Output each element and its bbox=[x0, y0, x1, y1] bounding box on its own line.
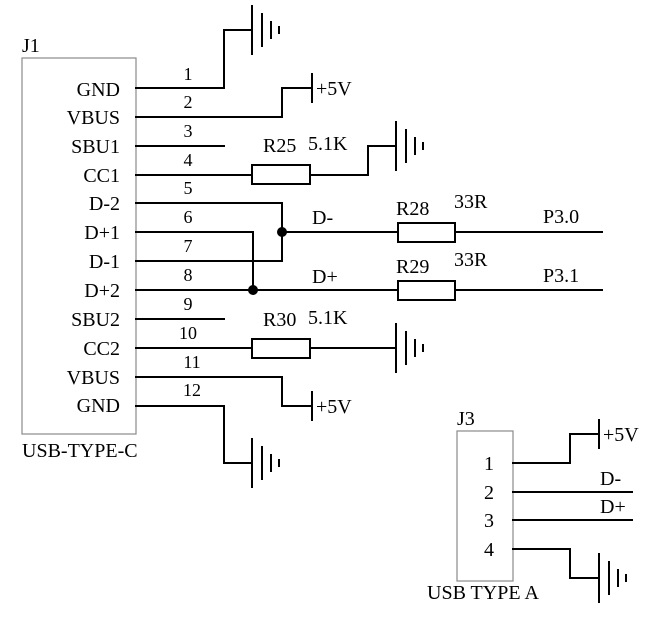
r29-body bbox=[397, 280, 456, 301]
r28-ref: R28 bbox=[396, 198, 429, 220]
dplus-label: D+ bbox=[312, 266, 338, 288]
j1-ref: J1 bbox=[22, 35, 40, 57]
p30-label: P3.0 bbox=[543, 206, 579, 228]
j1-pin-number: 10 bbox=[179, 323, 197, 343]
j1-pin-number: 2 bbox=[184, 92, 193, 112]
vcc-symbol-j3 bbox=[512, 419, 600, 464]
j1-pin-name: VBUS bbox=[67, 367, 120, 389]
r25-ref: R25 bbox=[263, 135, 296, 157]
j3-pin-number: 1 bbox=[484, 453, 494, 475]
p31-label: P3.1 bbox=[543, 265, 579, 287]
vcc-label: +5V bbox=[316, 396, 352, 418]
r25-value: 5.1K bbox=[308, 133, 348, 155]
j1-pin-name: D+1 bbox=[84, 222, 120, 244]
j1-pin-name: GND bbox=[77, 395, 120, 417]
ground-symbol-j3 bbox=[512, 548, 627, 603]
j1-pin-name: D-1 bbox=[89, 251, 120, 273]
j1-pin-number: 3 bbox=[184, 121, 193, 141]
r28-body bbox=[397, 222, 456, 243]
r30-value: 5.1K bbox=[308, 307, 348, 329]
j1-pin-number: 8 bbox=[184, 265, 193, 285]
j1-pin-name: SBU2 bbox=[71, 309, 120, 331]
vcc-symbol-pin11 bbox=[281, 376, 313, 421]
vcc-label: +5V bbox=[316, 78, 352, 100]
junction-dot bbox=[248, 285, 258, 295]
j1-pin-number: 7 bbox=[184, 236, 193, 256]
r29-value: 33R bbox=[454, 249, 488, 271]
dminus-label: D- bbox=[312, 207, 333, 229]
r25-body bbox=[251, 164, 311, 185]
j3-pin-number: 3 bbox=[484, 510, 494, 532]
j3-ref: J3 bbox=[457, 408, 475, 430]
j1-pin-number: 6 bbox=[184, 207, 193, 227]
j1-pin-name: SBU1 bbox=[71, 136, 120, 158]
j1-pin-name: D-2 bbox=[89, 193, 120, 215]
j1-pin-name: VBUS bbox=[67, 107, 120, 129]
j1-pin-name: CC2 bbox=[83, 338, 120, 360]
j1-pin-number: 1 bbox=[184, 64, 193, 84]
j1-pin-number: 12 bbox=[183, 380, 201, 400]
ground-symbol-r30 bbox=[309, 323, 424, 373]
j1-pin-number: 11 bbox=[183, 352, 200, 372]
j1-pin-number: 9 bbox=[184, 294, 193, 314]
j1-part: USB-TYPE-C bbox=[22, 440, 138, 462]
j1-body bbox=[21, 57, 137, 435]
r30-ref: R30 bbox=[263, 309, 296, 331]
vcc-symbol-pin2 bbox=[281, 73, 313, 118]
j3-dminus-label: D- bbox=[600, 468, 621, 490]
j1-pin-number: 4 bbox=[184, 150, 193, 170]
j3-part: USB TYPE A bbox=[427, 582, 539, 604]
j1-pin-name: GND bbox=[77, 79, 120, 101]
j3-pin-number: 2 bbox=[484, 482, 494, 504]
j3-body bbox=[456, 430, 514, 582]
ground-symbol-top bbox=[223, 5, 280, 89]
j1-pin-name: CC1 bbox=[83, 165, 120, 187]
r28-value: 33R bbox=[454, 191, 488, 213]
j1-pin-name: D+2 bbox=[84, 280, 120, 302]
j3-vcc-label: +5V bbox=[603, 424, 639, 446]
j3-dplus-label: D+ bbox=[600, 496, 626, 518]
ground-symbol-bottom bbox=[223, 405, 280, 488]
j1-pin-number: 5 bbox=[184, 178, 193, 198]
r29-ref: R29 bbox=[396, 256, 429, 278]
dplus-net bbox=[252, 231, 603, 291]
r30-body bbox=[251, 338, 311, 359]
junction-dot bbox=[277, 227, 287, 237]
ground-symbol-r25 bbox=[309, 121, 424, 176]
j3-pin-number: 4 bbox=[484, 539, 494, 561]
